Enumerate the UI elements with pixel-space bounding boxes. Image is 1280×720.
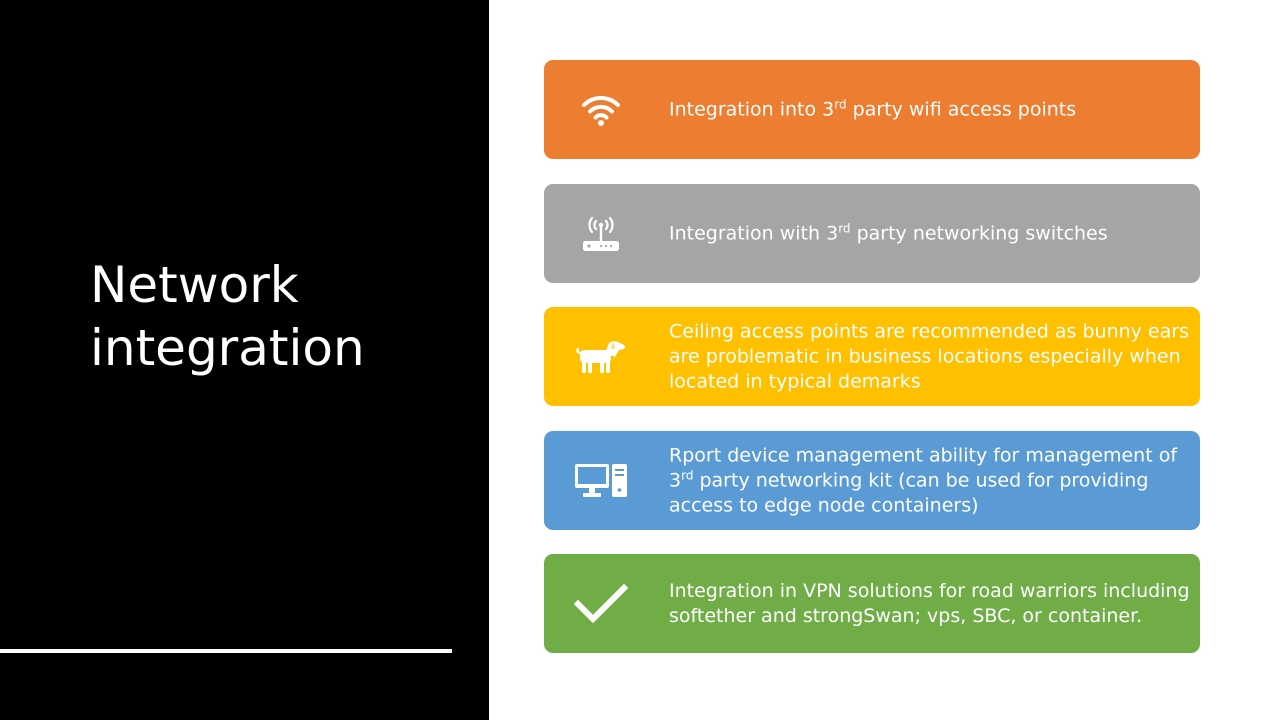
superscript: rd [681, 468, 694, 482]
card-text-part: party wifi access points [846, 98, 1077, 120]
card-text-part: Rport device management ability for mana… [669, 444, 1178, 491]
computer-icon [572, 452, 630, 510]
card-text-part: Integration into 3 [669, 98, 835, 120]
card-ceiling-access-points: Ceiling access points are recommended as… [544, 307, 1200, 406]
card-switch-integration: Integration with 3rd party networking sw… [544, 184, 1200, 283]
card-text-part: Integration with 3 [669, 222, 839, 244]
card-text: Integration in VPN solutions for road wa… [669, 579, 1190, 627]
card-wifi-integration: Integration into 3rd party wifi access p… [544, 60, 1200, 159]
dog-icon [572, 328, 630, 386]
card-text: Integration into 3rd party wifi access p… [669, 97, 1192, 122]
slide-title: Network integration [90, 254, 470, 380]
checkmark-icon [572, 575, 630, 633]
superscript: rd [834, 97, 847, 111]
superscript: rd [838, 221, 851, 235]
card-text: Rport device management ability for mana… [669, 443, 1192, 518]
slide-title-line-2: integration [90, 319, 365, 377]
card-text-part: party networking kit (can be used for pr… [669, 469, 1149, 516]
card-text: Ceiling access points are recommended as… [669, 320, 1190, 392]
title-underline [0, 649, 452, 653]
router-icon [572, 205, 630, 263]
wifi-icon [572, 81, 630, 139]
card-vpn-solutions: Integration in VPN solutions for road wa… [544, 554, 1200, 653]
title-panel: Network integration [0, 0, 489, 720]
card-rport-device-management: Rport device management ability for mana… [544, 431, 1200, 530]
slide-title-line-1: Network [90, 256, 299, 314]
card-text: Integration with 3rd party networking sw… [669, 221, 1192, 246]
card-text-part: party networking switches [850, 222, 1108, 244]
